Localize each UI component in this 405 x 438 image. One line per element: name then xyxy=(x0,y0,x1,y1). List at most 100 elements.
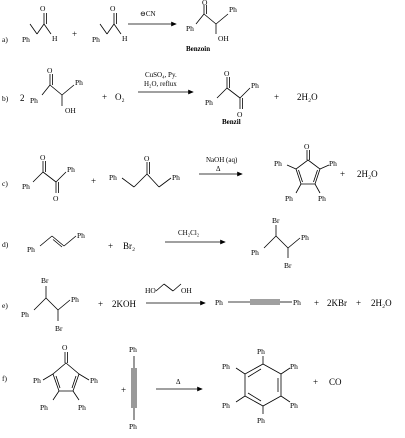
reaction-b: b) 2 O Ph Ph OH + O₂ CuSO₄, Py. H₂O, ref… xyxy=(2,66,318,126)
plus-sign: + xyxy=(108,241,113,251)
plus-sign: + xyxy=(313,377,318,387)
atom-Ph: Ph xyxy=(78,403,86,412)
atom-Ph: Ph xyxy=(318,194,326,203)
atom-Ph: Ph xyxy=(257,347,265,356)
trans-stilbene: Ph Ph xyxy=(27,231,85,254)
stilbene-dibromide: Br Ph Ph Br xyxy=(251,216,309,270)
atom-OH: OH xyxy=(181,286,192,295)
label-e: e) xyxy=(2,301,8,310)
atom-Br: Br xyxy=(272,216,280,225)
atom-Ph: Ph xyxy=(205,98,213,107)
product-name: Benzoin xyxy=(186,45,210,53)
atom-OH: OH xyxy=(65,106,76,115)
atom-Ph: Ph xyxy=(71,295,79,304)
benzoin-reactant: O Ph Ph OH xyxy=(30,66,83,115)
benzaldehyde-2: O Ph H xyxy=(92,4,128,44)
diphenylacetylene: Ph Ph xyxy=(215,298,301,307)
atom-O: O xyxy=(47,66,53,75)
atom-O: O xyxy=(40,4,46,13)
atom-O: O xyxy=(53,194,59,203)
plus-sign: + xyxy=(91,176,96,186)
atom-Ph: Ph xyxy=(21,310,29,319)
heat-symbol: Δ xyxy=(176,378,181,386)
base: 2KOH xyxy=(112,299,136,309)
oxygen: O₂ xyxy=(115,92,125,102)
bromine: Br₂ xyxy=(123,241,135,251)
water: 2H₂O xyxy=(371,298,392,308)
label-f: f) xyxy=(2,374,7,383)
reaction-a: a) O Ph H + O Ph H ⊖CN xyxy=(2,0,237,53)
atom-Ph: Ph xyxy=(92,35,100,44)
label-d: d) xyxy=(2,240,9,249)
atom-Ph: Ph xyxy=(77,231,85,240)
label-c: c) xyxy=(2,179,8,188)
atom-Ph: Ph xyxy=(22,182,30,191)
atom-Ph: Ph xyxy=(172,173,180,182)
atom-Ph: Ph xyxy=(109,173,117,182)
carbon-monoxide: CO xyxy=(329,377,342,387)
atom-Ph: Ph xyxy=(129,422,137,431)
atom-O: O xyxy=(237,110,243,119)
ethylene-glycol: HO OH xyxy=(145,283,192,295)
reaction-c: c) O O Ph Ph + O Ph Ph NaOH (aq) xyxy=(2,142,378,203)
atom-OH: OH xyxy=(218,34,229,43)
water: 2H₂O xyxy=(297,92,318,102)
atom-O: O xyxy=(202,0,208,7)
diphenylacetylene-reactant: Ph Ph xyxy=(129,345,137,431)
reaction-d: d) Ph Ph + Br₂ CH₂Cl₂ Br Ph Ph Br xyxy=(2,216,309,270)
atom-Ph: Ph xyxy=(129,345,137,354)
atom-H: H xyxy=(52,34,58,43)
atom-Ph: Ph xyxy=(301,233,309,242)
tetraphenylcyclopentadienone-reactant: O Ph Ph Ph Ph xyxy=(33,343,98,412)
atom-Br: Br xyxy=(41,276,49,285)
coefficient: 2 xyxy=(20,93,25,103)
atom-Ph: Ph xyxy=(186,24,194,33)
potassium-bromide: 2KBr xyxy=(327,298,347,308)
product-name: Benzil xyxy=(222,118,241,126)
plus-sign: + xyxy=(274,92,279,102)
atom-Ph: Ph xyxy=(290,401,298,410)
reaction-e: e) Br Ph Ph Br + 2KOH HO OH Ph xyxy=(2,276,392,333)
benzil-reactant: O O Ph Ph xyxy=(22,153,75,203)
heat-symbol: Δ xyxy=(216,165,221,173)
atom-O: O xyxy=(224,69,230,78)
atom-Ph: Ph xyxy=(40,403,48,412)
catalyst-label: ⊖CN xyxy=(140,10,156,18)
atom-Ph: Ph xyxy=(30,96,38,105)
atom-Ph: Ph xyxy=(293,298,301,307)
atom-O: O xyxy=(110,4,116,13)
atom-O: O xyxy=(62,343,68,352)
benzil: O O Ph Ph Benzil xyxy=(205,69,259,126)
atom-Ph: Ph xyxy=(27,245,35,254)
atom-Ph: Ph xyxy=(215,298,223,307)
condition-2: H₂O, reflux xyxy=(144,80,177,88)
stilbene-dibromide-reactant: Br Ph Ph Br xyxy=(21,276,79,333)
atom-Ph: Ph xyxy=(222,401,230,410)
atom-Ph: Ph xyxy=(329,159,337,168)
atom-HO: HO xyxy=(145,286,156,295)
plus-sign: + xyxy=(102,92,107,102)
plus-sign: + xyxy=(356,298,361,308)
benzoin: O Ph Ph OH Benzoin xyxy=(186,0,237,53)
plus-sign: + xyxy=(314,298,319,308)
atom-Br: Br xyxy=(55,324,63,333)
atom-Ph: Ph xyxy=(90,376,98,385)
plus-sign: + xyxy=(98,299,103,309)
hexaphenylbenzene: Ph Ph Ph Ph Ph Ph xyxy=(222,347,298,425)
atom-Ph: Ph xyxy=(251,248,259,257)
condition-1: CH₂Cl₂ xyxy=(178,229,200,237)
tetraphenylcyclopentadienone: O Ph Ph Ph Ph xyxy=(274,142,337,203)
atom-Ph: Ph xyxy=(22,35,30,44)
plus-sign: + xyxy=(72,29,77,39)
atom-Br: Br xyxy=(284,261,292,270)
atom-Ph: Ph xyxy=(75,78,83,87)
atom-O: O xyxy=(304,142,310,151)
atom-Ph: Ph xyxy=(290,362,298,371)
benzaldehyde-1: O Ph H xyxy=(22,4,58,44)
label-b: b) xyxy=(2,94,9,103)
atom-O: O xyxy=(40,153,46,162)
reaction-f: f) O Ph Ph Ph Ph + Ph Ph Δ xyxy=(2,343,342,431)
atom-Ph: Ph xyxy=(222,362,230,371)
dibenzyl-ketone: O Ph Ph xyxy=(109,154,180,188)
condition-1: NaOH (aq) xyxy=(206,156,238,164)
